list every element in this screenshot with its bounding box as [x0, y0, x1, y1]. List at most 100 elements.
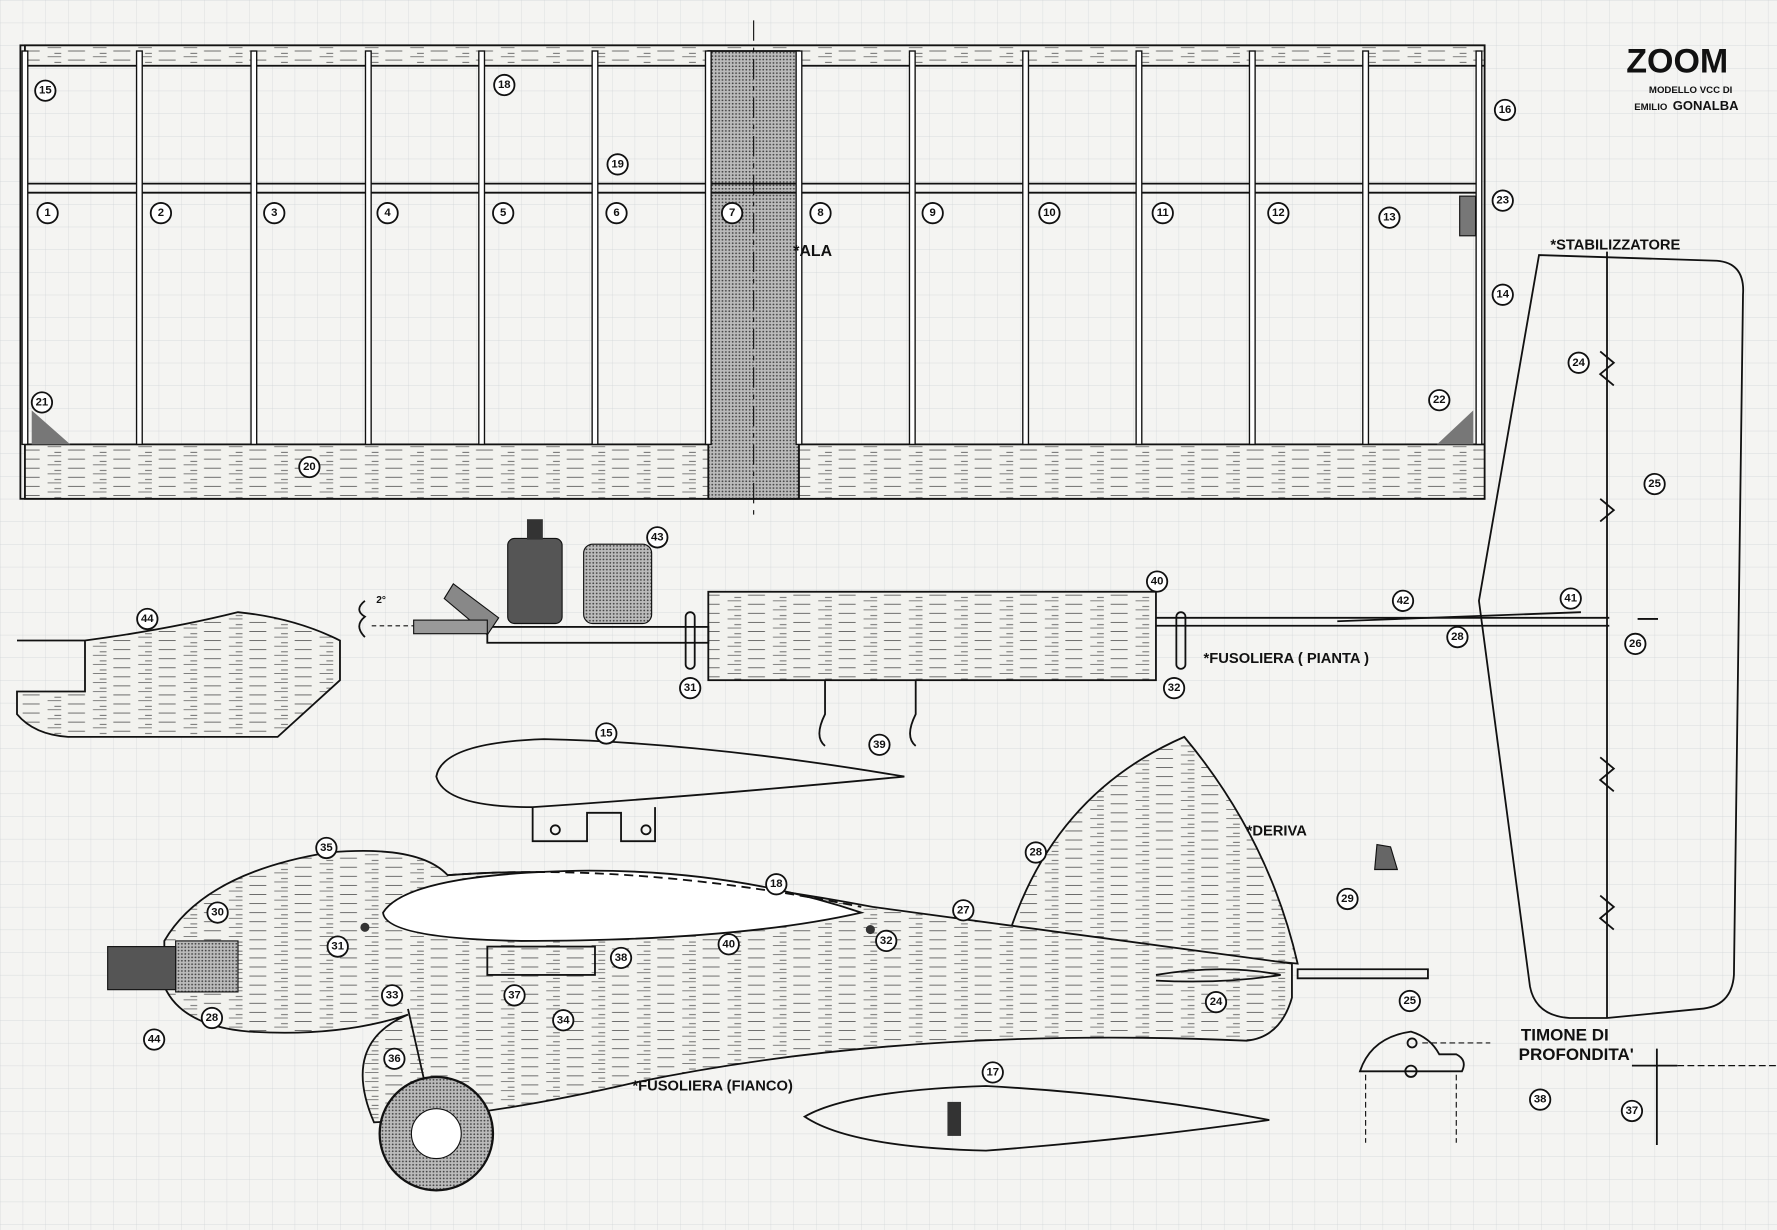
svg-text:18: 18 — [770, 878, 783, 890]
svg-text:14: 14 — [1496, 289, 1509, 301]
svg-text:22: 22 — [1433, 394, 1446, 406]
part-number-callout: 35 — [315, 836, 338, 860]
part-number-callout: 39 — [868, 733, 891, 756]
svg-text:2: 2 — [158, 207, 164, 219]
part-number-callout: 24 — [1204, 991, 1228, 1014]
svg-text:38: 38 — [615, 952, 628, 964]
wing-rib — [1135, 50, 1143, 446]
fuselage-side — [107, 843, 1429, 1192]
part-number-callout: 14 — [1491, 283, 1514, 306]
svg-text:40: 40 — [722, 938, 735, 950]
svg-text:35: 35 — [320, 842, 333, 854]
svg-text:15: 15 — [600, 727, 613, 739]
svg-text:19: 19 — [611, 158, 624, 170]
part-number-callout: 13 — [1378, 206, 1401, 229]
svg-text:3: 3 — [271, 207, 277, 219]
section-label-wing: *ALA — [793, 243, 832, 260]
part-number-callout: 34 — [552, 1009, 575, 1032]
part-number-callout: 2 — [149, 202, 173, 225]
part-number-callout: 8 — [809, 202, 832, 225]
svg-text:9: 9 — [930, 207, 936, 219]
propeller-angle-label: 2° — [376, 595, 386, 606]
svg-text:29: 29 — [1341, 893, 1354, 905]
section-label-fin: *DERIVA — [1247, 823, 1308, 839]
part-number-callout: 12 — [1267, 202, 1290, 225]
part-number-callout: 28 — [1024, 841, 1047, 864]
subtitle-line1: MODELLO VCC DI — [1649, 85, 1733, 96]
part-number-callout: 16 — [1493, 98, 1517, 122]
subtitle-name-prefix: EMILIO — [1634, 102, 1668, 113]
part-number-callout: 10 — [1038, 202, 1061, 225]
engine — [507, 537, 563, 625]
svg-text:13: 13 — [1383, 212, 1396, 224]
part-number-callout: 1 — [36, 202, 59, 225]
svg-text:32: 32 — [1168, 682, 1181, 694]
part-number-callout: 4 — [376, 202, 399, 225]
wing-rib — [21, 50, 29, 446]
svg-text:8: 8 — [817, 207, 823, 219]
svg-text:26: 26 — [1629, 638, 1642, 650]
svg-text:5: 5 — [500, 207, 506, 219]
part-number-callout: 17 — [981, 1061, 1004, 1084]
part-number-callout: 5 — [492, 202, 515, 225]
part-number-callout: 38 — [1529, 1088, 1552, 1111]
svg-text:39: 39 — [873, 739, 886, 751]
svg-text:44: 44 — [141, 613, 154, 625]
part-number-callout: 22 — [1428, 389, 1451, 412]
part-number-callout: 3 — [263, 202, 286, 225]
svg-text:24: 24 — [1572, 357, 1585, 369]
svg-text:27: 27 — [957, 904, 970, 916]
part-number-callout: 27 — [952, 899, 975, 922]
wing-rib — [1022, 50, 1030, 446]
svg-text:23: 23 — [1496, 195, 1509, 207]
fuselage-section-profile — [802, 1085, 1270, 1152]
svg-text:17: 17 — [986, 1066, 999, 1078]
svg-text:30: 30 — [211, 907, 224, 919]
part-number-callout: 24 — [1567, 351, 1590, 374]
svg-text:25: 25 — [1404, 995, 1417, 1007]
svg-text:43: 43 — [651, 531, 664, 543]
section-label-stabilizer: *STABILIZZATORE — [1550, 237, 1680, 253]
part-number-callout: 29 — [1336, 887, 1359, 911]
svg-text:40: 40 — [1151, 576, 1164, 588]
part-number-callout: 37 — [1620, 1099, 1644, 1123]
svg-text:28: 28 — [206, 1012, 219, 1024]
svg-text:31: 31 — [331, 941, 344, 953]
section-label-elevator-1: TIMONE DI — [1521, 1026, 1609, 1045]
part-number-callout: 43 — [646, 526, 669, 549]
part-number-callout: 28 — [1446, 625, 1469, 649]
section-label-fuselage-plan: *FUSOLIERA ( PIANTA ) — [1204, 651, 1370, 667]
part-number-callout: 7 — [720, 202, 744, 225]
svg-text:6: 6 — [613, 207, 619, 219]
part-number-callout: 11 — [1151, 202, 1174, 225]
svg-text:37: 37 — [508, 989, 521, 1001]
part-number-callout: 15 — [34, 79, 57, 102]
part-number-callout: 31 — [679, 677, 702, 700]
part-number-callout: 33 — [381, 984, 404, 1007]
svg-text:44: 44 — [148, 1034, 161, 1046]
wing-rib — [364, 50, 372, 446]
svg-text:42: 42 — [1397, 595, 1410, 607]
svg-text:21: 21 — [36, 396, 49, 408]
svg-text:24: 24 — [1210, 996, 1223, 1008]
svg-text:1: 1 — [44, 207, 50, 219]
svg-text:28: 28 — [1451, 631, 1464, 643]
part-number-callout: 44 — [136, 607, 159, 631]
svg-text:11: 11 — [1157, 207, 1169, 219]
subtitle-name: GONALBA — [1673, 98, 1739, 113]
svg-text:31: 31 — [684, 682, 697, 694]
part-number-callout: 18 — [765, 873, 788, 896]
part-number-callout: 26 — [1624, 632, 1647, 656]
part-number-callout: 28 — [200, 1006, 224, 1030]
svg-text:33: 33 — [386, 989, 399, 1001]
wing-plan — [19, 20, 1486, 516]
svg-text:7: 7 — [729, 207, 735, 219]
fuselage-plan — [358, 519, 1659, 747]
wing-rib — [1475, 50, 1483, 446]
svg-text:25: 25 — [1648, 478, 1661, 490]
svg-text:32: 32 — [880, 935, 893, 947]
part-number-callout: 20 — [298, 455, 321, 479]
part-number-callout: 9 — [921, 202, 944, 225]
